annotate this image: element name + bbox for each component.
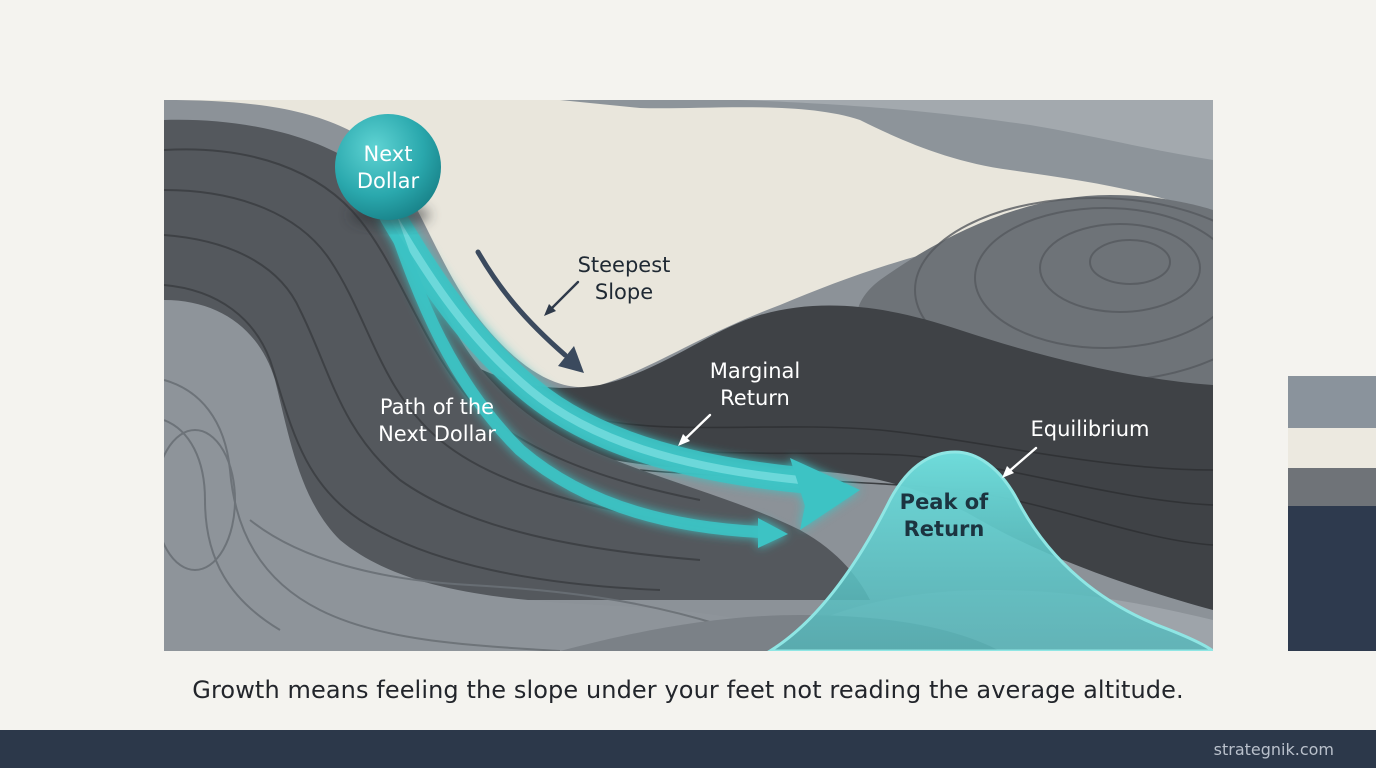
marginal-return-label-1: Marginal <box>710 359 800 383</box>
equilibrium-label: Equilibrium <box>1031 417 1150 441</box>
next-dollar-label-2: Dollar <box>357 169 420 193</box>
footer-url[interactable]: strategnik.com <box>1213 740 1334 759</box>
path-of-next-dollar-arrow <box>379 202 860 548</box>
equilibrium-pointer <box>1004 446 1038 476</box>
steepest-slope-arrowhead <box>558 346 584 373</box>
caption: Growth means feeling the slope under you… <box>192 676 1184 704</box>
swatch-slate <box>1288 376 1376 428</box>
peak-of-return-hill <box>767 450 1213 651</box>
swatch-gray <box>1288 468 1376 506</box>
footer-bar: strategnik.com <box>0 730 1376 768</box>
path-label-1: Path of the <box>380 395 494 419</box>
swatch-navy <box>1288 506 1376 651</box>
steepest-slope-label-1: Steepest <box>578 253 671 277</box>
peak-label-2: Return <box>904 517 985 541</box>
peak-label-1: Peak of <box>900 490 990 514</box>
upper-right-ridge <box>560 100 1213 215</box>
next-dollar-label-1: Next <box>364 142 413 166</box>
steepest-pointer <box>546 280 580 314</box>
left-dark-slope <box>164 119 870 601</box>
path-label-2: Next Dollar <box>378 422 496 446</box>
steepest-slope-label-2: Slope <box>595 280 653 304</box>
next-dollar-ball <box>335 114 441 220</box>
terrain <box>164 100 1213 651</box>
marginal-return-pointer <box>680 413 712 444</box>
swatch-cream <box>1288 428 1376 468</box>
marginal-return-label-2: Return <box>720 386 790 410</box>
steepest-slope-arrow <box>475 249 568 358</box>
